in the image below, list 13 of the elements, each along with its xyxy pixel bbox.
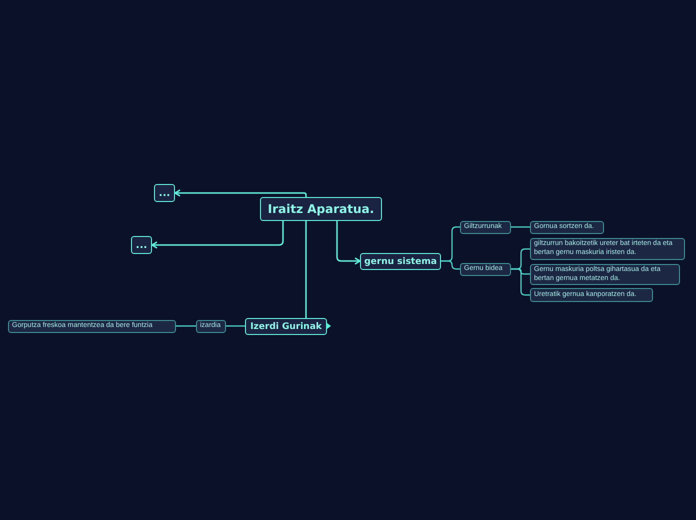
topic-box: gernu sistema (360, 253, 441, 270)
connector-line (176, 325, 196, 327)
arrow (151, 221, 284, 249)
connector-line (511, 268, 530, 296)
central-topic-box: Iraitz Aparatua. (260, 197, 382, 221)
connector-line (441, 260, 460, 270)
connector-line (511, 226, 530, 228)
topic-box: Izerdi Gurinak (245, 318, 327, 335)
connector-line (305, 221, 307, 318)
topic-box: ... (154, 184, 175, 202)
arrow (336, 221, 361, 265)
connector-line (226, 325, 245, 327)
topic-box: ... (131, 236, 152, 254)
